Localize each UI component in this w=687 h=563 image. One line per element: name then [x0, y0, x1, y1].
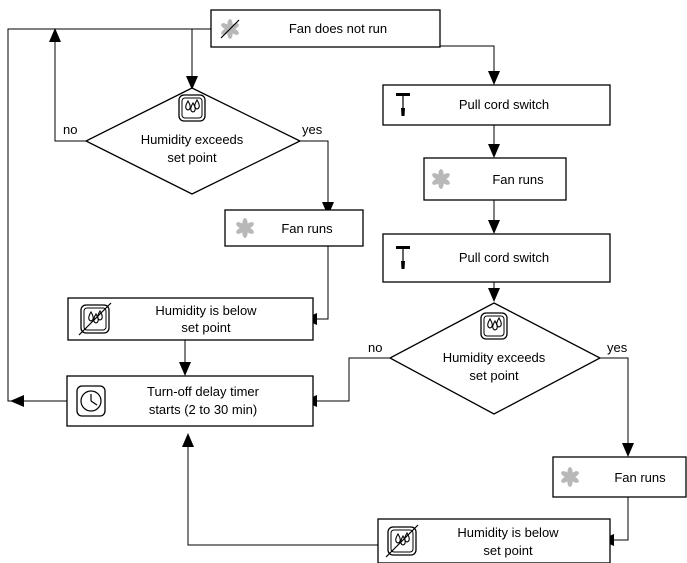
node-label-line-1: Humidity exceeds [443, 350, 546, 365]
humidity-off-icon [385, 524, 419, 558]
node-fan-does-not-run: Fan does not run [210, 9, 441, 48]
arrowhead [622, 443, 634, 457]
arrowhead [488, 71, 500, 85]
edge-left-yes [300, 140, 329, 205]
node-label: Pull cord switch [459, 97, 549, 112]
arrowhead [488, 220, 500, 234]
node-label: Fan does not run [289, 21, 387, 36]
edge-label-no: no [63, 122, 77, 137]
clock-icon [76, 385, 106, 417]
edge-label-yes: yes [302, 122, 323, 137]
edge-label-yes: yes [607, 340, 628, 355]
fan-off-icon [220, 19, 240, 39]
node-label-line-2: set point [167, 150, 217, 165]
node-label-line-1: Humidity is below [457, 525, 559, 540]
edge-right-no [313, 357, 390, 402]
arrowhead [488, 144, 500, 158]
node-label-line-2: set point [469, 368, 519, 383]
pull-cord-icon [396, 246, 410, 269]
arrowheads [10, 28, 634, 546]
node-right-humidity-decision: Humidity exceeds set point [388, 302, 602, 415]
edge-start-to-pull-cord-1 [440, 45, 495, 73]
arrowhead [179, 362, 191, 376]
node-label: Pull cord switch [459, 250, 549, 265]
node-label-line-1: Turn-off delay timer [147, 384, 260, 399]
arrowhead [10, 395, 24, 407]
node-left-humidity-below: Humidity is below set point [67, 297, 314, 341]
edge-timer-loop [7, 28, 211, 402]
arrowhead [49, 28, 61, 42]
node-turn-off-delay-timer: Turn-off delay timer starts (2 to 30 min… [66, 375, 314, 427]
arrowhead [186, 76, 198, 90]
node-label-line-1: Humidity is below [155, 303, 257, 318]
arrowhead [488, 288, 500, 302]
connectors [7, 28, 629, 546]
node-label-line-2: set point [483, 543, 533, 558]
node-label-line-1: Humidity exceeds [141, 132, 244, 147]
node-right-humidity-below: Humidity is below set point [377, 518, 611, 563]
arrowhead [182, 433, 194, 447]
arrowhead [322, 202, 334, 216]
edge-start-to-left-decision [191, 28, 211, 80]
edge-right-below-to-timer [187, 442, 378, 546]
edge-right-yes [600, 357, 629, 447]
humidity-icon [480, 312, 508, 340]
node-label: Fan runs [492, 172, 544, 187]
node-pull-cord-switch-2: Pull cord switch [382, 233, 611, 283]
edge-left-no [54, 38, 86, 142]
node-label: Fan runs [614, 470, 666, 485]
edge-right-fan-to-below [610, 496, 629, 541]
node-label-line-2: set point [181, 320, 231, 335]
node-pull-cord-switch-1: Pull cord switch [382, 84, 611, 126]
node-right-fan-runs-2: Fan runs [552, 456, 687, 498]
humidity-off-icon [78, 302, 112, 336]
node-right-fan-runs-1: Fan runs [423, 157, 567, 201]
node-label-line-2: starts (2 to 30 min) [149, 402, 257, 417]
node-label: Fan runs [281, 221, 333, 236]
pull-cord-icon [396, 93, 410, 116]
node-left-humidity-decision: Humidity exceeds set point [84, 87, 302, 195]
node-left-fan-runs: Fan runs [224, 209, 364, 247]
humidity-icon [178, 94, 206, 122]
edge-left-fan-to-below [313, 245, 329, 320]
edge-label-no: no [368, 340, 382, 355]
